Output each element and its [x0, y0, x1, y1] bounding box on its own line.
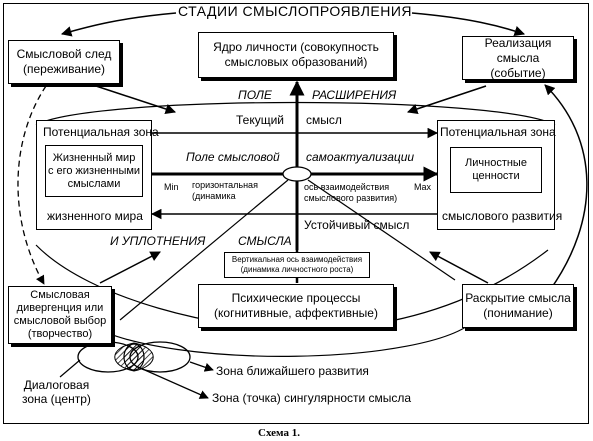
box-mental-processes-text: Психические процессы (когнитивные, аффек…	[214, 291, 378, 320]
potential-right-top-label: Потенциальная зона	[440, 125, 556, 139]
label-current-meaning-1: Текущий	[236, 113, 284, 127]
box-personal-values: Личностные ценности	[450, 147, 542, 193]
potential-left-bottom-label: жизненного мира	[47, 209, 143, 223]
arrow-disclosure-up	[429, 251, 489, 284]
box-life-world-text: Жизненный мир с его жизненными смыслами	[47, 151, 141, 190]
dashed-link-left	[17, 85, 47, 285]
box-meaning-divergence: Смысловая дивергенция или смысловой выбо…	[8, 286, 112, 344]
arrow-to-singularity	[137, 366, 209, 399]
label-nearest-zone: Зона ближайшего развития	[216, 364, 369, 378]
box-life-world: Жизненный мир с его жизненными смыслами	[45, 145, 143, 197]
box-mental-processes: Психические процессы (когнитивные, аффек…	[198, 284, 394, 328]
label-field-self-2: самоактуализации	[306, 150, 415, 164]
label-singularity-zone: Зона (точка) сингулярности смысла	[212, 391, 412, 405]
figure-caption: Схема 1.	[258, 427, 300, 439]
label-dialog-zone: Диалоговая зона (центр)	[22, 378, 91, 406]
box-meaning-realization: Реализация смысла (событие)	[462, 36, 574, 80]
field-oval-bottom	[35, 244, 301, 331]
box-personality-core-text: Ядро личности (совокупность смысловых об…	[213, 40, 379, 69]
box-meaning-realization-text: Реализация смысла (событие)	[484, 35, 552, 80]
field-oval-top	[35, 101, 556, 126]
label-min: Min	[164, 182, 179, 192]
arrow-divergence-up	[99, 251, 161, 284]
box-meaning-divergence-text: Смысловая дивергенция или смысловой выбо…	[13, 289, 107, 340]
box-personal-values-text: Личностные ценности	[465, 157, 527, 182]
box-potential-zone-life-world: Потенциальная зона Жизненный мир с его ж…	[36, 120, 159, 230]
line-to-dialog-zone	[59, 359, 81, 378]
potential-left-top-label: Потенциальная зона	[43, 125, 159, 139]
box-personality-core: Ядро личности (совокупность смысловых об…	[198, 32, 394, 78]
label-condensation-1: И УПЛОТНЕНИЯ	[110, 234, 206, 248]
box-vertical-axis: Вертикальная ось взаимодействия (динамик…	[224, 252, 370, 278]
curve-disclosure-to-realization	[544, 84, 588, 291]
box-vertical-axis-text: Вертикальная ось взаимодействия (динамик…	[231, 255, 363, 274]
box-meaning-trace-text: Смысловой след (переживание)	[16, 47, 112, 76]
label-field-expansion-2: РАСШИРЕНИЯ	[312, 88, 397, 102]
venn-hatched	[123, 343, 145, 371]
potential-right-bottom-label: смыслового развития	[442, 209, 563, 223]
label-max: Max	[414, 182, 432, 192]
center-ellipse	[282, 166, 312, 182]
field-oval-bottom-right	[299, 249, 549, 331]
box-meaning-trace: Смысловой след (переживание)	[8, 40, 120, 84]
label-axis-interaction: ось взаимодействия смыслового развития)	[304, 182, 398, 203]
arc-top-right	[411, 12, 525, 36]
box-potential-zone-development: Потенциальная зона Личностные ценности с…	[437, 120, 562, 230]
arc-divergence-to-disclosure	[89, 319, 476, 357]
diagram-title: СТАДИИ СМЫСЛОПРОЯВЛЕНИЯ	[178, 3, 413, 19]
outer-frame	[3, 3, 589, 424]
arrow-to-nearest-zone	[189, 361, 214, 372]
label-stable-meaning: Устойчивый смысл	[304, 218, 410, 232]
label-field-self-1: Поле смысловой	[186, 150, 280, 164]
box-meaning-disclosure-text: Раскрытие смысла (понимание)	[465, 291, 571, 320]
label-field-expansion-1: ПОЛЕ	[238, 88, 272, 102]
label-horizontal: горизонтальная (динамика	[192, 180, 258, 201]
label-current-meaning-2: смысл	[306, 113, 342, 127]
label-condensation-2: СМЫСЛА	[238, 234, 292, 248]
box-meaning-disclosure: Раскрытие смысла (понимание)	[462, 284, 574, 328]
arrow-trace-to-center	[95, 85, 176, 115]
arc-top-left	[60, 12, 177, 37]
line-center-to-divergence	[119, 179, 289, 321]
line-center-to-disclosure	[307, 179, 456, 281]
arrow-realization-to-center	[407, 85, 487, 114]
